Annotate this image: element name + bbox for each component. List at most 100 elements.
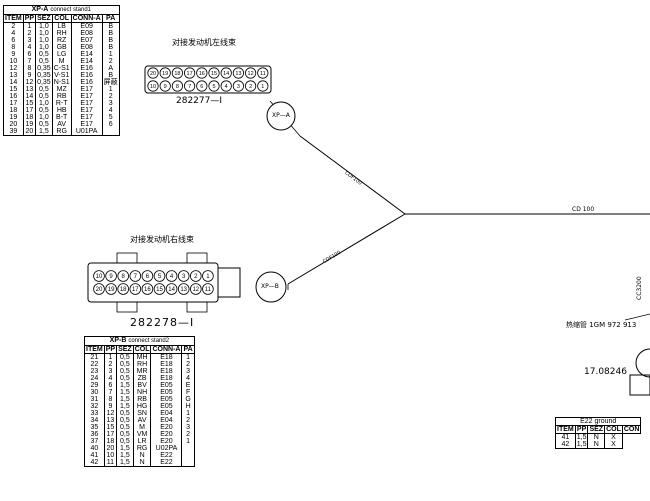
table-cell: U02PA [150,445,183,452]
table-cell: B [101,22,120,30]
connector-xp-a-pin [171,80,183,92]
connector-xp-b-pin-number: 8 [122,274,126,280]
connector-xp-b-pin-number: 5 [158,274,162,280]
connector-xp-b-pin [105,283,117,295]
connector-xp-a-pin-number: 2 [249,84,252,90]
xpb-header-cell: CONN-A [150,345,183,354]
connector-xp-a-pin-number: 10 [150,84,156,90]
table-cell: 7 [103,389,118,396]
table-cell: 3 [181,368,195,375]
table-cell: 19 [3,114,24,121]
table-cell: 20 [22,128,37,136]
table-cell: 6 [101,121,120,128]
connector-xp-a-pin-number: 1 [261,84,264,90]
main-trunk-label: CD 100 [572,206,595,213]
table-cell: RG [132,445,152,452]
xpa-header-cell: PP [22,14,37,23]
table-cell: B [101,30,120,37]
connector-xp-a-pin [257,80,269,92]
partial-circle [635,348,650,378]
table-cell: 0,5 [35,121,53,128]
connector-xp-b-pin-number: 2 [194,274,198,280]
xpa-caption-row: XP-A connect stand1 [3,5,120,15]
table-cell: MZ [51,86,72,93]
connector-xp-b-pin-number: 3 [182,274,186,280]
heat-shrink-label: 热缩管 1GM 972 913 [566,321,637,329]
connector-xp-b-pin-number: 11 [205,287,212,293]
table-cell: N [132,459,152,467]
table-cell: E17 [70,114,103,121]
connector-xp-a-pin [184,67,196,79]
table-cell: 1,5 [116,403,134,410]
table-cell: 3 [103,368,118,375]
connector-xp-a-pin-number: 15 [211,71,217,77]
connector-xp-a-pin [196,67,208,79]
table-cell: 35 [84,424,105,431]
table-cell: 19 [22,121,37,128]
table-cell: 1 [181,353,195,361]
table-cell: 4 [181,375,195,382]
table-cell: 1,0 [35,30,53,37]
connector-xp-b-pin [177,283,190,295]
table-cell: 1,5 [574,433,589,441]
table-cell: E14 [70,51,103,58]
table-cell: E18 [150,353,183,361]
connector-xp-a-pin [159,67,171,79]
table-cell: 0,5 [35,58,53,65]
heat-shrink-leader [624,313,650,321]
connector-xp-a-pin [171,67,183,79]
table-cell: 20 [103,445,118,452]
connector-xp-a-pin-number: 5 [212,84,215,90]
table-cell: 40 [84,445,105,452]
table-cell: 6 [22,51,37,58]
left-harness-title: 对接发动机左线束 [172,38,236,47]
table-cell: 12 [22,79,37,86]
connector-xp-a-pin [159,80,171,92]
xpa-caption: XP-A connect stand1 [3,5,120,15]
table-cell: 37 [84,438,105,445]
e22-header-cell: ITEM [555,425,576,434]
connector-xp-b-pin [190,270,202,282]
table-cell: 0,35 [35,79,53,86]
reference-number: 17.08246 [584,367,627,377]
table-cell: E18 [150,361,183,368]
table-cell: MH [132,353,152,361]
table-cell: 9 [3,51,24,58]
connector-xp-b-pin-number: 14 [168,287,175,293]
table-cell: 2 [101,93,120,100]
table-cell: E16 [70,72,103,79]
table-cell: E05 [150,382,183,389]
branch-wire-upper [299,135,406,215]
branch-wire-lower [287,213,406,285]
connector-xp-b-pin [93,270,105,282]
table-cell: 0,5 [116,417,134,424]
table-cell: 1,0 [35,22,53,30]
table-cell: 1,5 [116,396,134,403]
table-cell: 33 [84,410,105,417]
table-cell: 5 [101,114,120,121]
table-cell: E17 [70,86,103,93]
table-cell: 1,0 [35,114,53,121]
connector-xp-b-pin [117,270,129,282]
table-cell: 1 [103,353,118,361]
table-cell: N [587,433,606,441]
xpb-caption: XP-B connect stand2 [84,336,195,346]
table-cell: AV [132,417,152,424]
table-cell: 17 [3,100,24,107]
table-cell: 11 [103,459,118,467]
table-cell: 1,5 [116,452,134,459]
table-cell: 2 [101,58,120,65]
table-cell: 0,5 [116,353,134,361]
table-cell: G [181,396,195,403]
table-cell: 9 [103,403,118,410]
table-cell: 2 [22,30,37,37]
